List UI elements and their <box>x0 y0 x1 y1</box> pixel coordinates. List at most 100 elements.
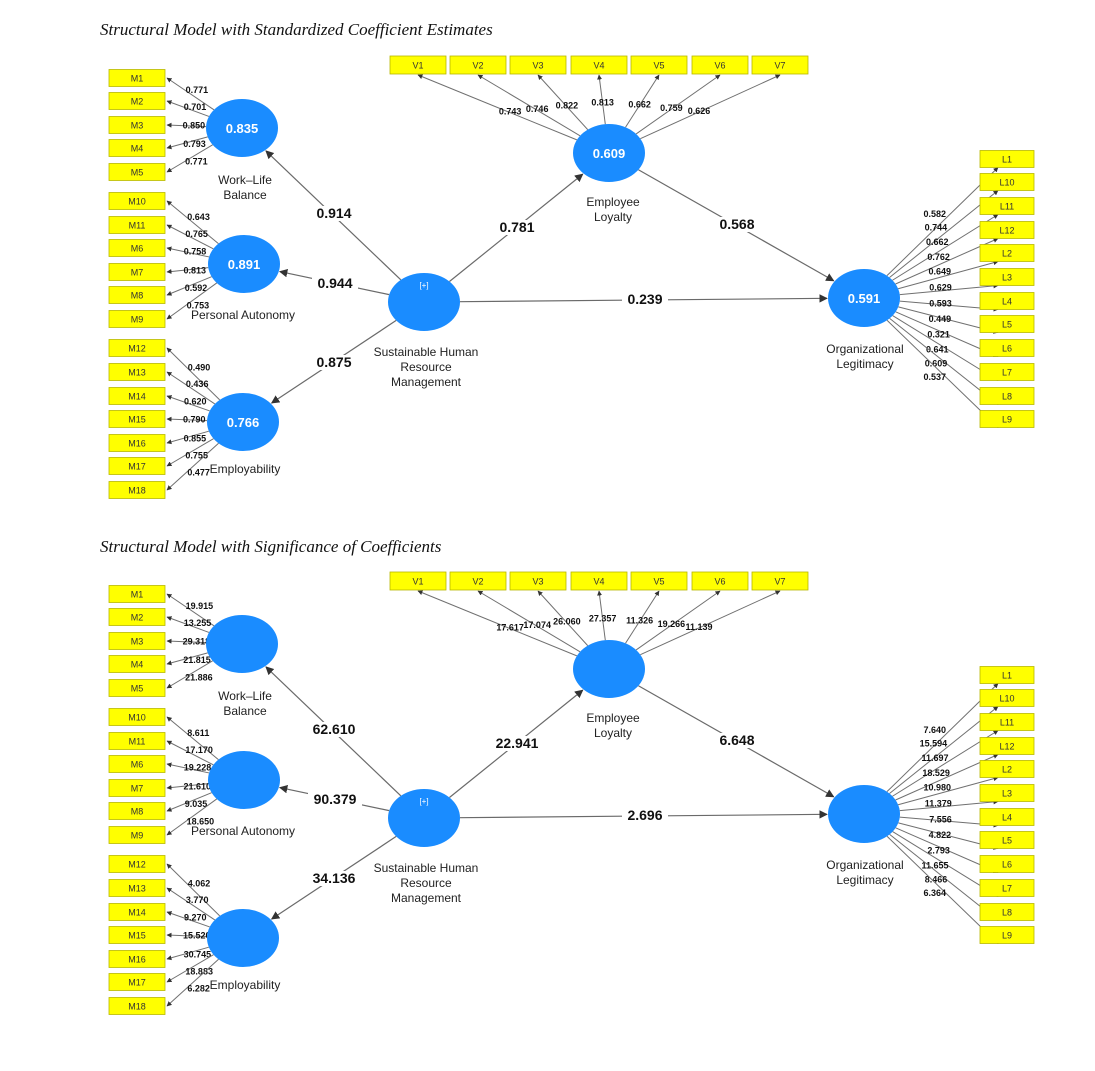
indicator-m17[interactable]: M17 <box>108 973 166 991</box>
indicator-m2[interactable]: M2 <box>108 92 166 110</box>
indicator-m15[interactable]: M15 <box>108 410 166 428</box>
loading-line-m16 <box>166 430 209 445</box>
expand-marker[interactable]: [+] <box>419 797 428 806</box>
indicator-v2[interactable]: V2 <box>449 55 507 75</box>
indicator-l10[interactable]: L10 <box>979 689 1035 707</box>
indicator-m9[interactable]: M9 <box>108 826 166 844</box>
indicator-m9[interactable]: M9 <box>108 310 166 328</box>
indicator-m8[interactable]: M8 <box>108 802 166 820</box>
indicator-m13[interactable]: M13 <box>108 879 166 897</box>
indicator-v7[interactable]: V7 <box>751 571 809 591</box>
indicator-l12[interactable]: L12 <box>979 737 1035 755</box>
indicator-v5[interactable]: V5 <box>630 55 688 75</box>
indicator-v3[interactable]: V3 <box>509 571 567 591</box>
indicator-v6[interactable]: V6 <box>691 55 749 75</box>
indicator-l8[interactable]: L8 <box>979 903 1035 921</box>
indicator-l4[interactable]: L4 <box>979 292 1035 310</box>
indicator-l4[interactable]: L4 <box>979 808 1035 826</box>
indicator-m11[interactable]: M11 <box>108 732 166 750</box>
indicator-m15[interactable]: M15 <box>108 926 166 944</box>
indicator-v7[interactable]: V7 <box>751 55 809 75</box>
indicator-l7[interactable]: L7 <box>979 879 1035 897</box>
expand-marker[interactable]: [+] <box>419 281 428 290</box>
indicator-l11[interactable]: L11 <box>979 197 1035 215</box>
indicator-l1[interactable]: L1 <box>979 666 1035 684</box>
indicator-m12[interactable]: M12 <box>108 339 166 357</box>
indicator-m3[interactable]: M3 <box>108 632 166 650</box>
indicator-l3[interactable]: L3 <box>979 268 1035 286</box>
construct-emp[interactable]: Employability <box>207 909 280 992</box>
indicator-m16[interactable]: M16 <box>108 950 166 968</box>
indicator-m10[interactable]: M10 <box>108 192 166 210</box>
loading-value-l9: 0.537 <box>924 372 947 382</box>
indicator-m4[interactable]: M4 <box>108 655 166 673</box>
indicator-v5[interactable]: V5 <box>630 571 688 591</box>
indicator-m8[interactable]: M8 <box>108 286 166 304</box>
indicator-l12[interactable]: L12 <box>979 221 1035 239</box>
indicator-box <box>389 55 447 75</box>
indicator-l6[interactable]: L6 <box>979 339 1035 357</box>
indicator-v6[interactable]: V6 <box>691 571 749 591</box>
indicator-l11[interactable]: L11 <box>979 713 1035 731</box>
indicator-l5[interactable]: L5 <box>979 831 1035 849</box>
indicator-label: M11 <box>129 737 146 747</box>
indicator-v4[interactable]: V4 <box>570 55 628 75</box>
loading-line-l2 <box>897 776 999 806</box>
indicator-l7[interactable]: L7 <box>979 363 1035 381</box>
indicator-box <box>979 760 1035 778</box>
indicator-m16[interactable]: M16 <box>108 434 166 452</box>
indicator-m6[interactable]: M6 <box>108 239 166 257</box>
path-coefficient-shrm_pa: 0.944 <box>317 275 352 291</box>
indicator-l2[interactable]: L2 <box>979 244 1035 262</box>
indicator-label: L12 <box>999 742 1014 752</box>
indicator-v1[interactable]: V1 <box>389 55 447 75</box>
indicator-l10[interactable]: L10 <box>979 173 1035 191</box>
indicator-m18[interactable]: M18 <box>108 481 166 499</box>
indicator-m13[interactable]: M13 <box>108 363 166 381</box>
indicator-m2[interactable]: M2 <box>108 608 166 626</box>
indicator-l8[interactable]: L8 <box>979 387 1035 405</box>
indicator-l1[interactable]: L1 <box>979 150 1035 168</box>
indicator-m7[interactable]: M7 <box>108 779 166 797</box>
indicator-l5[interactable]: L5 <box>979 315 1035 333</box>
loading-line-l1 <box>886 683 999 793</box>
indicator-m1[interactable]: M1 <box>108 69 166 87</box>
indicator-l6[interactable]: L6 <box>979 855 1035 873</box>
indicator-l3[interactable]: L3 <box>979 784 1035 802</box>
indicator-m10[interactable]: M10 <box>108 708 166 726</box>
indicator-m4[interactable]: M4 <box>108 139 166 157</box>
indicator-l9[interactable]: L9 <box>979 410 1035 428</box>
indicator-m5[interactable]: M5 <box>108 163 166 181</box>
indicator-m1[interactable]: M1 <box>108 585 166 603</box>
indicator-m14[interactable]: M14 <box>108 903 166 921</box>
indicator-m18[interactable]: M18 <box>108 997 166 1015</box>
indicator-m5[interactable]: M5 <box>108 679 166 697</box>
indicator-l9[interactable]: L9 <box>979 926 1035 944</box>
indicator-v1[interactable]: V1 <box>389 571 447 591</box>
path-label-bg <box>622 292 668 307</box>
indicator-m17[interactable]: M17 <box>108 457 166 475</box>
indicator-m12[interactable]: M12 <box>108 855 166 873</box>
indicator-v3[interactable]: V3 <box>509 55 567 75</box>
loading-value-v5: 0.662 <box>628 99 651 109</box>
indicator-v4[interactable]: V4 <box>570 571 628 591</box>
indicator-m6[interactable]: M6 <box>108 755 166 773</box>
loading-value-l2: 10.980 <box>924 783 952 793</box>
indicator-m14[interactable]: M14 <box>108 387 166 405</box>
indicator-l2[interactable]: L2 <box>979 760 1035 778</box>
indicator-m7[interactable]: M7 <box>108 263 166 281</box>
indicator-v2[interactable]: V2 <box>449 571 507 591</box>
construct-pa[interactable]: Personal Autonomy <box>191 751 295 838</box>
indicator-m3[interactable]: M3 <box>108 116 166 134</box>
indicator-m11[interactable]: M11 <box>108 216 166 234</box>
